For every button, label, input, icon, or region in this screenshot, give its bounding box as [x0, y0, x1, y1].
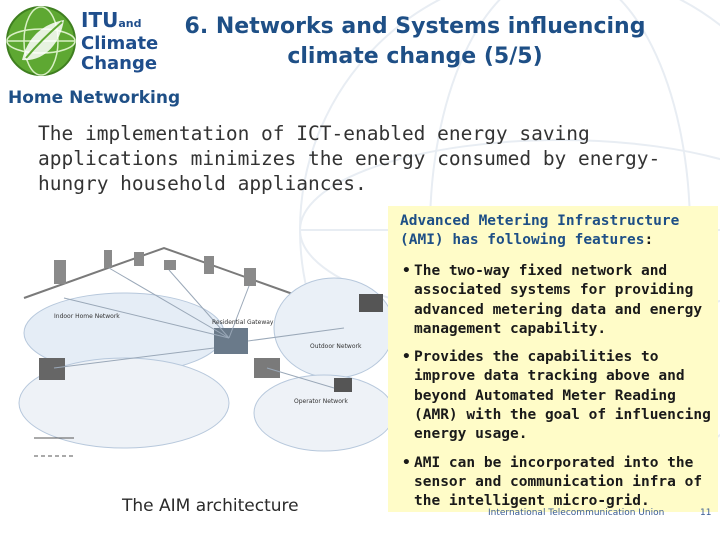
ami-heading-colon: : — [644, 232, 654, 248]
device-printer-icon — [164, 260, 176, 270]
itu-climate-logo: ITUand Climate Change — [4, 4, 158, 84]
logo-wordmark: ITUand Climate Change — [81, 10, 158, 74]
logo-line1-suffix: and — [118, 17, 142, 30]
operator-pc-icon — [334, 378, 352, 392]
house-roof-outline — [23, 246, 305, 299]
label-indoor-network: Indoor Home Network — [54, 313, 120, 320]
home-network-cloud — [18, 357, 230, 449]
logo-line2: Climate — [81, 33, 159, 54]
device-phone-icon — [104, 250, 112, 268]
label-operator-network: Operator Network — [294, 398, 348, 405]
laptop-icon — [359, 294, 383, 312]
logo-line3: Change — [81, 53, 158, 74]
ami-bullet-list: The two-way fixed network and associated… — [396, 262, 714, 521]
emd-icon — [39, 358, 65, 380]
ami-bullet-3: AMI can be incorporated into the sensor … — [396, 454, 714, 512]
ami-heading-text: Advanced Metering Infrastructure (AMI) h… — [400, 213, 680, 248]
globe-leaf-icon — [6, 6, 76, 76]
slide-title-line2: climate change (5/5) — [287, 44, 543, 69]
device-tv-icon — [244, 268, 256, 286]
intro-paragraph: The implementation of ICT-enabled energy… — [38, 122, 661, 195]
slide-title: 6. Networks and Systems influencing clim… — [150, 12, 680, 72]
device-fridge-icon — [54, 260, 66, 284]
section-subtitle: Home Networking — [8, 88, 181, 108]
aim-architecture-diagram: Indoor Home Network Residential Gateway … — [18, 246, 395, 457]
device-heater-icon — [204, 256, 214, 274]
outdoor-cloud — [273, 277, 395, 379]
label-residential-gateway: Residential Gateway — [212, 319, 274, 326]
label-outdoor-network: Outdoor Network — [310, 343, 362, 350]
footer-organization: International Telecommunication Union — [488, 508, 665, 518]
ami-bullet-1: The two-way fixed network and associated… — [396, 262, 714, 339]
slide-title-line1: 6. Networks and Systems influencing — [184, 14, 646, 39]
ami-heading: Advanced Metering Infrastructure (AMI) h… — [400, 212, 712, 250]
ami-features-box: Advanced Metering Infrastructure (AMI) h… — [388, 206, 718, 512]
logo-line1: ITU — [81, 8, 119, 32]
ami-bullet-2: Provides the capabilities to improve dat… — [396, 348, 714, 444]
page-number: 11 — [700, 508, 712, 518]
device-camera-icon — [134, 252, 144, 266]
diagram-caption: The AIM architecture — [122, 496, 299, 516]
operator-cloud — [253, 374, 395, 452]
